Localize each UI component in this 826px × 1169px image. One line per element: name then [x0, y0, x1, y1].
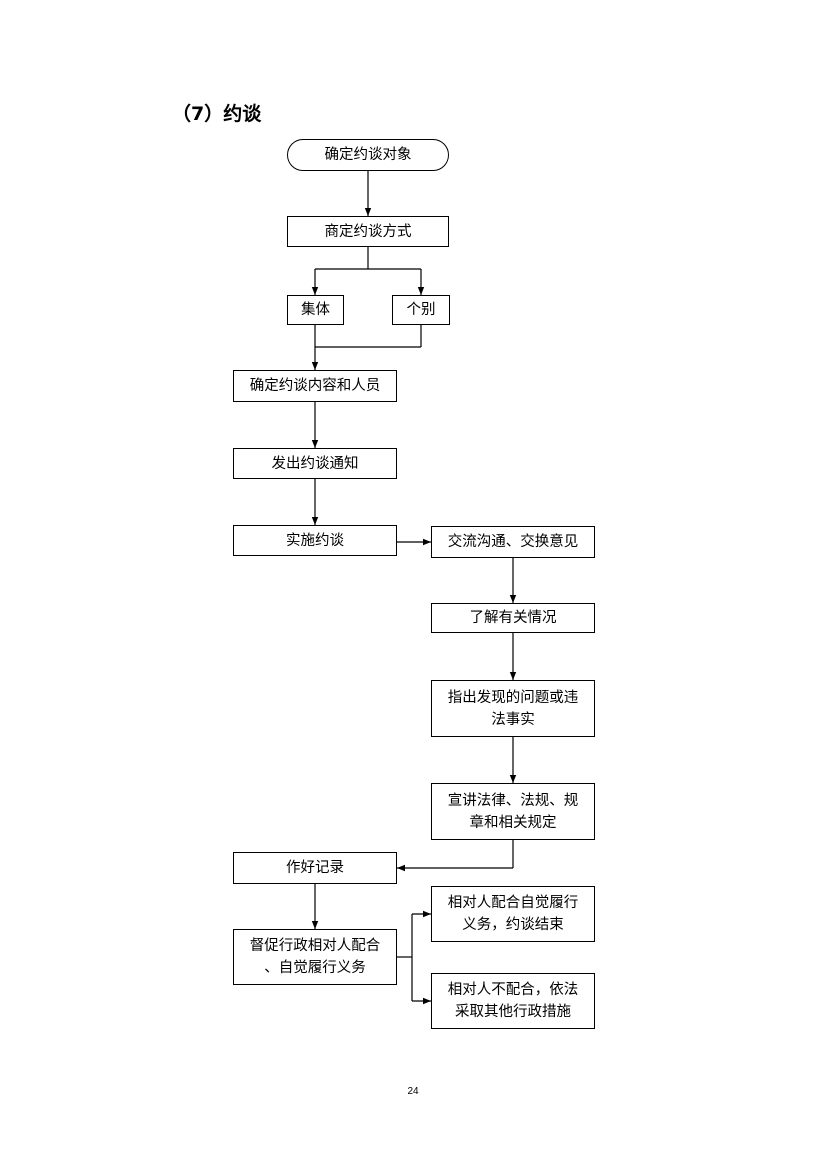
section-heading: （7）约谈: [172, 103, 262, 125]
node-not-cooperate: 相对人不配合，依法 采取其他行政措施: [431, 973, 595, 1029]
node-cooperate-end: 相对人配合自觉履行 义务，约谈结束: [431, 886, 595, 942]
node-make-record: 作好记录: [233, 852, 397, 884]
node-agree-method: 商定约谈方式: [287, 216, 449, 247]
node-exchange-views: 交流沟通、交换意见: [431, 526, 595, 558]
node-send-notice: 发出约谈通知: [233, 448, 397, 479]
node-conduct-talk: 实施约谈: [233, 525, 397, 556]
page-number: 24: [407, 1086, 419, 1097]
node-urge-cooperation: 督促行政相对人配合 、自觉履行义务: [233, 929, 397, 985]
node-determine-target: 确定约谈对象: [287, 139, 449, 171]
node-individual: 个别: [392, 295, 450, 325]
node-determine-content: 确定约谈内容和人员: [233, 370, 397, 402]
node-collective: 集体: [287, 295, 344, 325]
node-understand-situation: 了解有关情况: [431, 603, 595, 633]
node-point-out-issues: 指出发现的问题或违 法事实: [431, 680, 595, 737]
node-explain-laws: 宣讲法律、法规、规 章和相关规定: [431, 783, 595, 840]
